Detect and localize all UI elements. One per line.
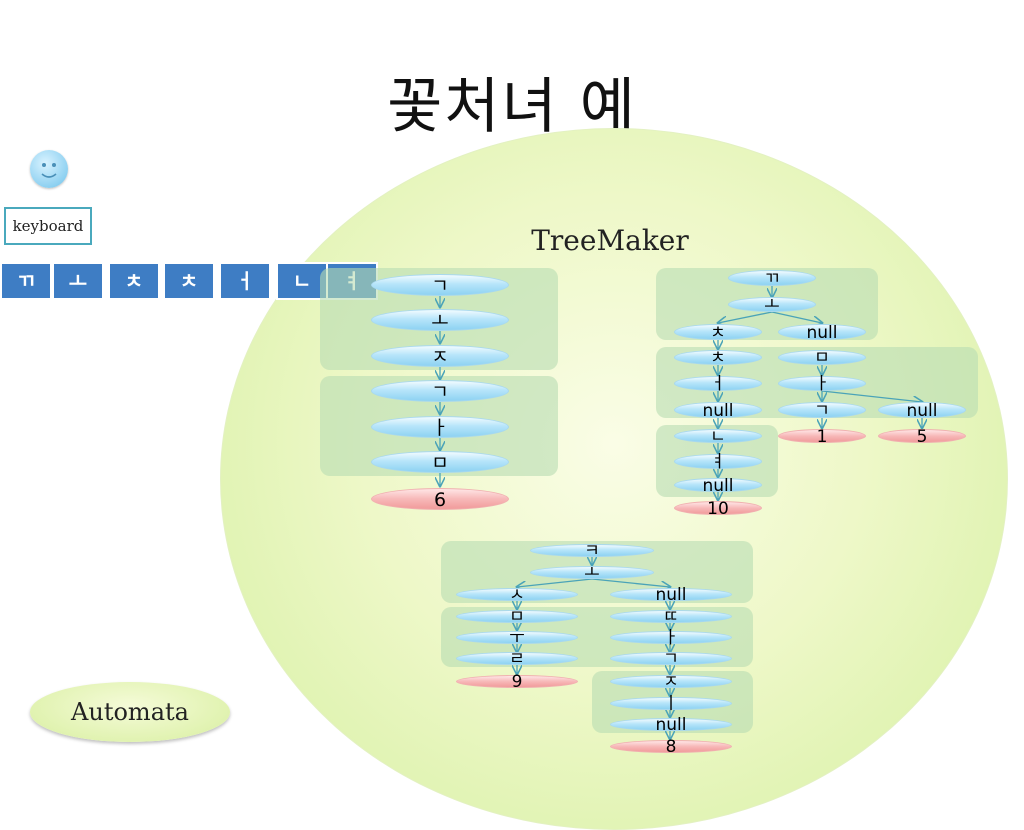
tree-node: null bbox=[610, 587, 732, 604]
leaf-node: 10 bbox=[674, 501, 762, 518]
tree-node: ㄴ bbox=[674, 429, 762, 446]
leaf-node: 5 bbox=[878, 429, 966, 446]
tree-node: ㅊ bbox=[674, 350, 762, 367]
keyboard-box[interactable]: keyboard bbox=[4, 207, 92, 245]
tree-node: ㅏ bbox=[610, 630, 732, 647]
tree-node: ㅅ bbox=[456, 587, 578, 604]
tree-node: ㅕ bbox=[674, 454, 762, 471]
key-button[interactable]: ㅊ bbox=[163, 262, 215, 300]
tree-node: ㄱ bbox=[778, 402, 866, 420]
leaf-node: 1 bbox=[778, 429, 866, 446]
tree-node: ㄱ bbox=[371, 380, 509, 403]
smiley-icon bbox=[30, 150, 68, 188]
tree-node: ㅏ bbox=[371, 416, 509, 439]
key-button[interactable]: ㅗ bbox=[52, 262, 104, 300]
tree-node: ㅁ bbox=[456, 609, 578, 626]
tree-node: null bbox=[674, 478, 762, 495]
tree-node: ㅁ bbox=[371, 451, 509, 474]
tree-node: null bbox=[778, 324, 866, 342]
tree-node: null bbox=[674, 402, 762, 420]
tree-node: ㅊ bbox=[674, 324, 762, 342]
tree-node: ㅜ bbox=[456, 630, 578, 647]
leaf-node: 6 bbox=[371, 488, 509, 511]
tree-node: ㅓ bbox=[674, 376, 762, 393]
tree-node: ㅗ bbox=[728, 297, 816, 314]
tree-node: ㅁ bbox=[778, 350, 866, 367]
key-button[interactable]: ㄴ bbox=[276, 262, 328, 300]
tree-node: ㅗ bbox=[530, 565, 654, 582]
page-title: 꽃처녀 예 bbox=[387, 72, 637, 142]
tree-node: ㄱ bbox=[371, 274, 509, 297]
tree-node: ㅈ bbox=[371, 345, 509, 368]
leaf-node: 8 bbox=[610, 739, 732, 756]
tree-node: ㄹ bbox=[456, 651, 578, 668]
tree-node: null bbox=[878, 402, 966, 420]
tree-node: null bbox=[610, 717, 732, 734]
key-button[interactable]: ㅓ bbox=[219, 262, 271, 300]
leaf-node: 9 bbox=[456, 674, 578, 691]
tree-node: ㅣ bbox=[610, 696, 732, 713]
tree-node: ㄸ bbox=[610, 609, 732, 626]
tree-node: ㅈ bbox=[610, 674, 732, 691]
tree-node: ㅋ bbox=[530, 543, 654, 560]
key-button[interactable]: ㄲ bbox=[0, 262, 52, 300]
tree-node: ㄲ bbox=[728, 270, 816, 288]
automata-button[interactable]: Automata bbox=[30, 682, 230, 742]
tree-node: ㄱ bbox=[610, 651, 732, 668]
tree-node: ㅏ bbox=[778, 376, 866, 393]
treemaker-label: TreeMaker bbox=[531, 224, 689, 257]
tree-node: ㅗ bbox=[371, 309, 509, 332]
key-button[interactable]: ㅊ bbox=[108, 262, 160, 300]
